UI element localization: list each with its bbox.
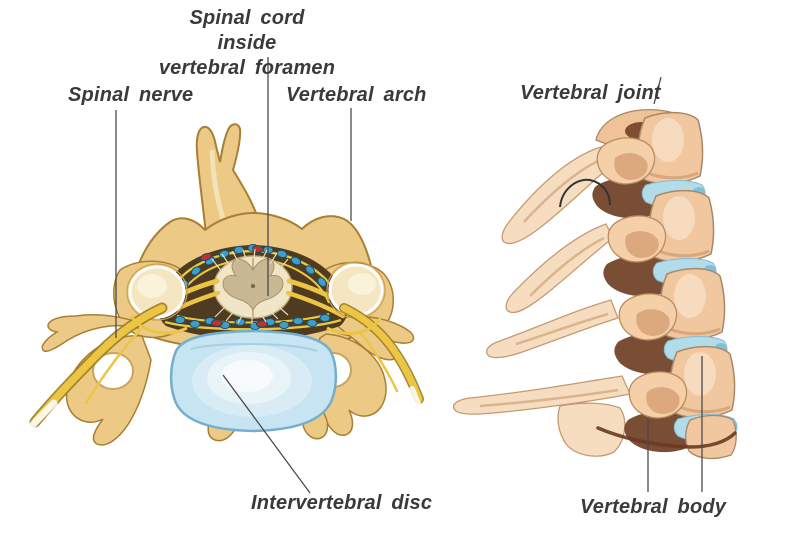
leader-lines <box>115 57 703 494</box>
left-articular-facet <box>126 263 188 321</box>
spinal-nerve-right <box>339 303 424 414</box>
label-spinal-cord: Spinal cord inside vertebral foramen <box>158 6 336 81</box>
label-intervertebral-disc: Intervertebral disc <box>251 492 433 514</box>
nerve-facet-loops <box>129 315 383 335</box>
label-spinal-nerve: Spinal nerve <box>68 84 194 106</box>
spinal-cord-shape <box>213 255 293 319</box>
label-vertebral-body: Vertebral body <box>580 496 727 518</box>
spinal-nerve-left <box>27 302 168 431</box>
axial-vertebra-figure <box>27 123 424 446</box>
label-vertebral-arch: Vertebral arch <box>286 84 427 106</box>
lateral-spine-figure <box>452 109 739 460</box>
leader-intervertebral-disc <box>222 374 311 494</box>
joint-motion-arc <box>559 178 611 208</box>
label-vertebral-joint: Vertebral joint <box>520 82 661 104</box>
label-spinal-cord-line1: Spinal cord inside <box>189 7 305 54</box>
bottom-edge-line <box>596 426 737 449</box>
label-spinal-cord-line2: vertebral foramen <box>158 57 336 79</box>
nerve-rootlets <box>211 248 289 324</box>
left-transverse-foramen <box>92 352 134 390</box>
intervertebral-disc-shape <box>169 329 338 433</box>
wing-shading <box>479 158 619 408</box>
leader-vertebral-joint <box>653 76 662 105</box>
